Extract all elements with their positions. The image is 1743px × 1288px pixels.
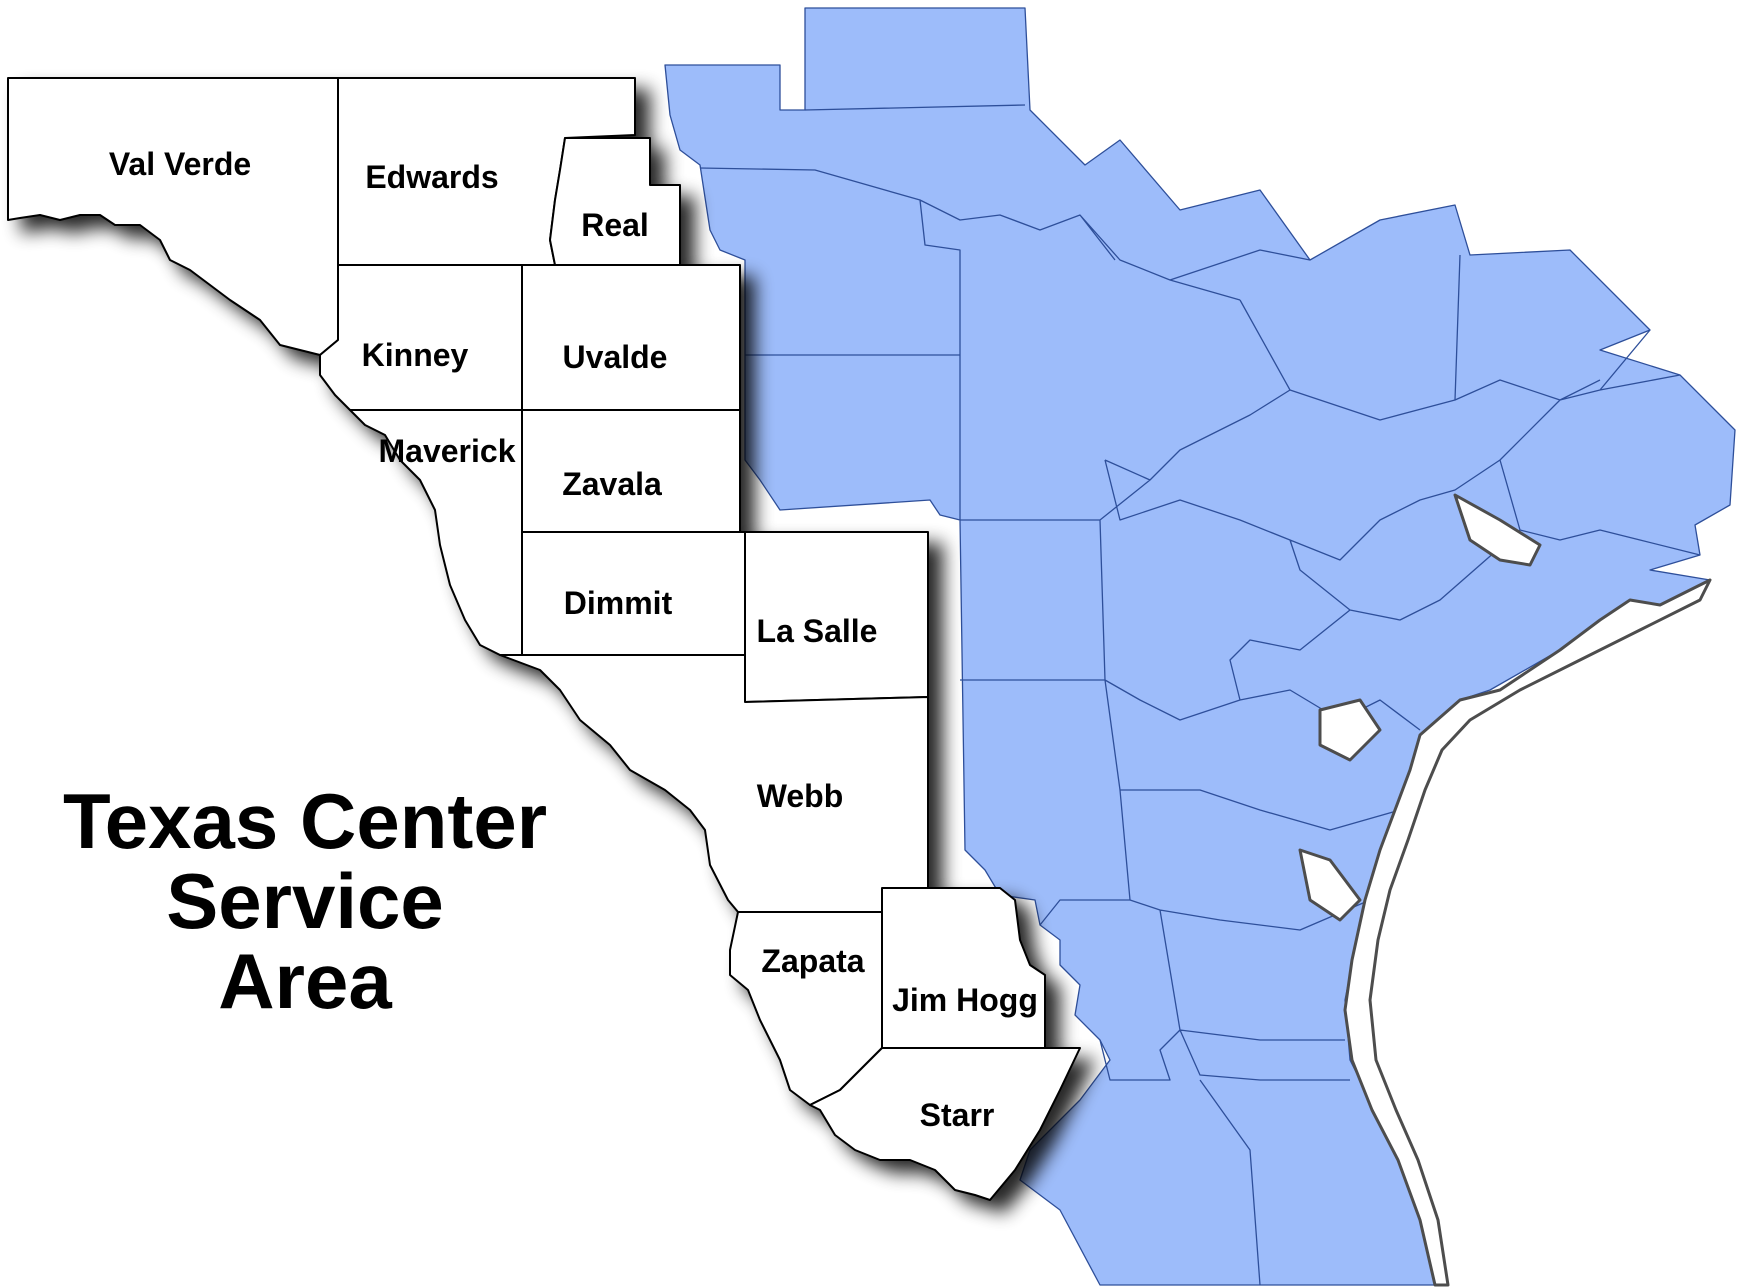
county-label-edwards: Edwards (365, 159, 498, 195)
county-label-dimmit: Dimmit (564, 585, 673, 621)
starr-county (809, 1047, 1081, 1201)
county-label-zavala: Zavala (562, 466, 662, 502)
county-label-la-salle: La Salle (757, 613, 878, 649)
county-label-webb: Webb (757, 778, 844, 814)
blue-county-lines (699, 104, 1701, 1286)
jim-hogg-county (881, 887, 1046, 1049)
county-label-real: Real (581, 207, 649, 243)
val-verde-county (7, 77, 339, 356)
county-label-starr: Starr (920, 1097, 995, 1133)
title-line-3: Area (218, 937, 392, 1025)
map-title: Texas Center Service Area (63, 777, 547, 1025)
county-label-jim-hogg: Jim Hogg (892, 982, 1038, 1018)
webb-county (499, 654, 929, 913)
county-label-val-verde: Val Verde (109, 146, 251, 182)
county-label-uvalde: Uvalde (563, 339, 668, 375)
title-line-1: Texas Center (63, 777, 547, 865)
service-region (7, 77, 1081, 1201)
title-line-2: Service (166, 857, 444, 945)
uvalde-county (521, 264, 741, 411)
coastal-bays (1298, 493, 1712, 1287)
real-county (549, 137, 681, 266)
county-label-kinney: Kinney (362, 337, 469, 373)
county-label-maverick: Maverick (379, 433, 516, 469)
county-labels: Val Verde Edwards Real Kinney Uvalde Mav… (109, 146, 1038, 1133)
county-label-zapata: Zapata (761, 943, 864, 979)
outside-service-region (664, 7, 1736, 1287)
